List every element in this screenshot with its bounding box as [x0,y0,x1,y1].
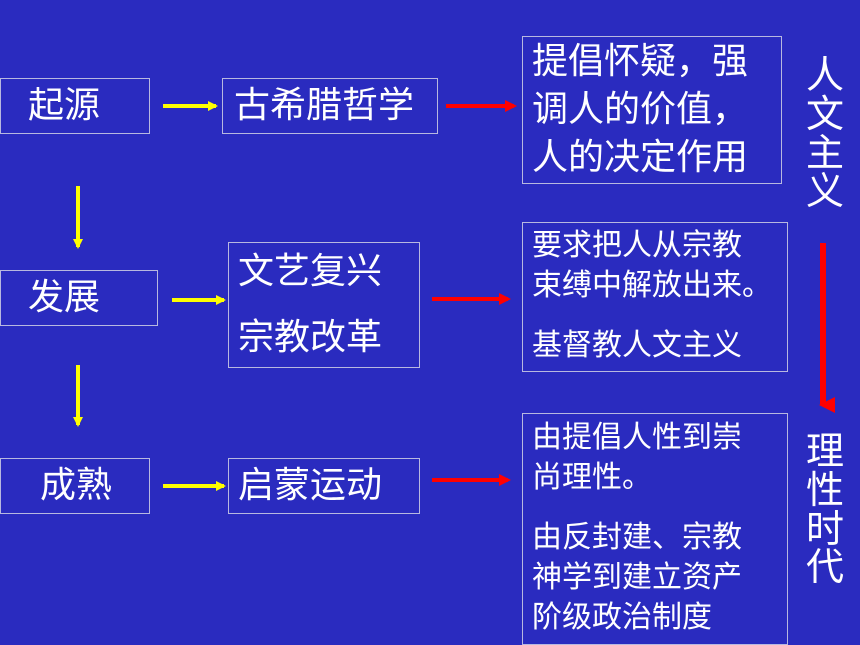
side-reason-char-1: 理 [805,429,844,473]
side-humanism-char-2: 文 [805,91,844,136]
stage-development-label: 发展 [28,277,101,318]
stage-origin-box [0,78,150,134]
side-humanism-char-3: 主 [805,130,844,175]
movement-greek-label: 古希腊哲学 [234,85,415,126]
movement-renaissance-label: 文艺复兴 [238,251,383,292]
movement-greek-box [222,78,438,134]
result-greek-line-1: 提倡怀疑，强 [532,41,749,82]
stage-maturity-box [0,458,150,514]
result-renaissance-line-2: 束缚中解放出来。 [532,268,772,303]
movement-enlightenment-label: 启蒙运动 [238,465,383,506]
result-enlightenment-b-line-1: 由反封建、宗教 [532,520,742,555]
stage-maturity-label: 成熟 [40,465,113,506]
side-humanism-char-1: 人 [805,53,844,97]
result-reformation-line-1: 基督教人文主义 [532,328,742,363]
result-greek-line-2: 调人的价值， [532,89,749,130]
side-humanism-label: 人 文 主 义 [805,56,845,211]
movement-renaissance-reformation-box [228,242,420,368]
side-age-of-reason-label: 理 性 时 代 [805,432,845,587]
stage-development-box [0,270,158,326]
side-reason-char-4: 代 [805,545,844,590]
result-enlightenment-b-line-3: 阶级政治制度 [532,600,712,635]
result-greek-line-3: 人的决定作用 [532,137,749,178]
result-renaissance-line-1: 要求把人从宗教 [532,228,742,263]
side-reason-char-2: 性 [805,467,844,512]
side-reason-char-3: 时 [805,506,844,551]
movement-enlightenment-box [228,458,420,514]
stage-origin-label: 起源 [28,85,101,126]
result-greek-box [522,36,782,184]
result-enlightenment-a-line-1: 由提倡人性到崇 [532,420,742,455]
side-humanism-char-4: 义 [805,169,844,214]
result-enlightenment-b-line-2: 神学到建立资产 [532,560,742,595]
result-renaissance-box [522,222,788,372]
movement-reformation-label: 宗教改革 [238,317,383,358]
result-enlightenment-a-line-2: 尚理性。 [532,460,652,495]
